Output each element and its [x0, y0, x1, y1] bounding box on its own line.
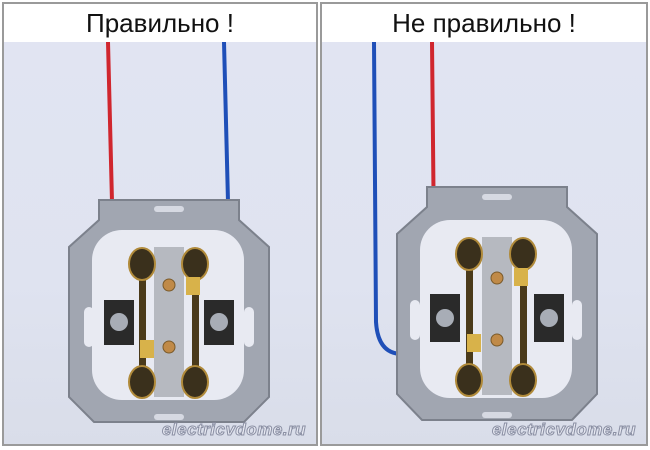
socket-photo-incorrect: electricvdome.ru — [322, 42, 646, 444]
watermark-incorrect: electricvdome.ru — [491, 420, 636, 440]
socket-illustration-correct — [68, 42, 270, 423]
panel-correct: Правильно ! — [2, 2, 318, 446]
panel-incorrect: Не правильно ! — [320, 2, 648, 446]
caption-correct: Правильно ! — [4, 4, 316, 42]
caption-incorrect: Не правильно ! — [322, 4, 646, 42]
socket-illustration-incorrect — [372, 42, 598, 421]
socket-photo-correct: electricvdome.ru — [4, 42, 316, 444]
watermark-correct: electricvdome.ru — [161, 420, 306, 440]
